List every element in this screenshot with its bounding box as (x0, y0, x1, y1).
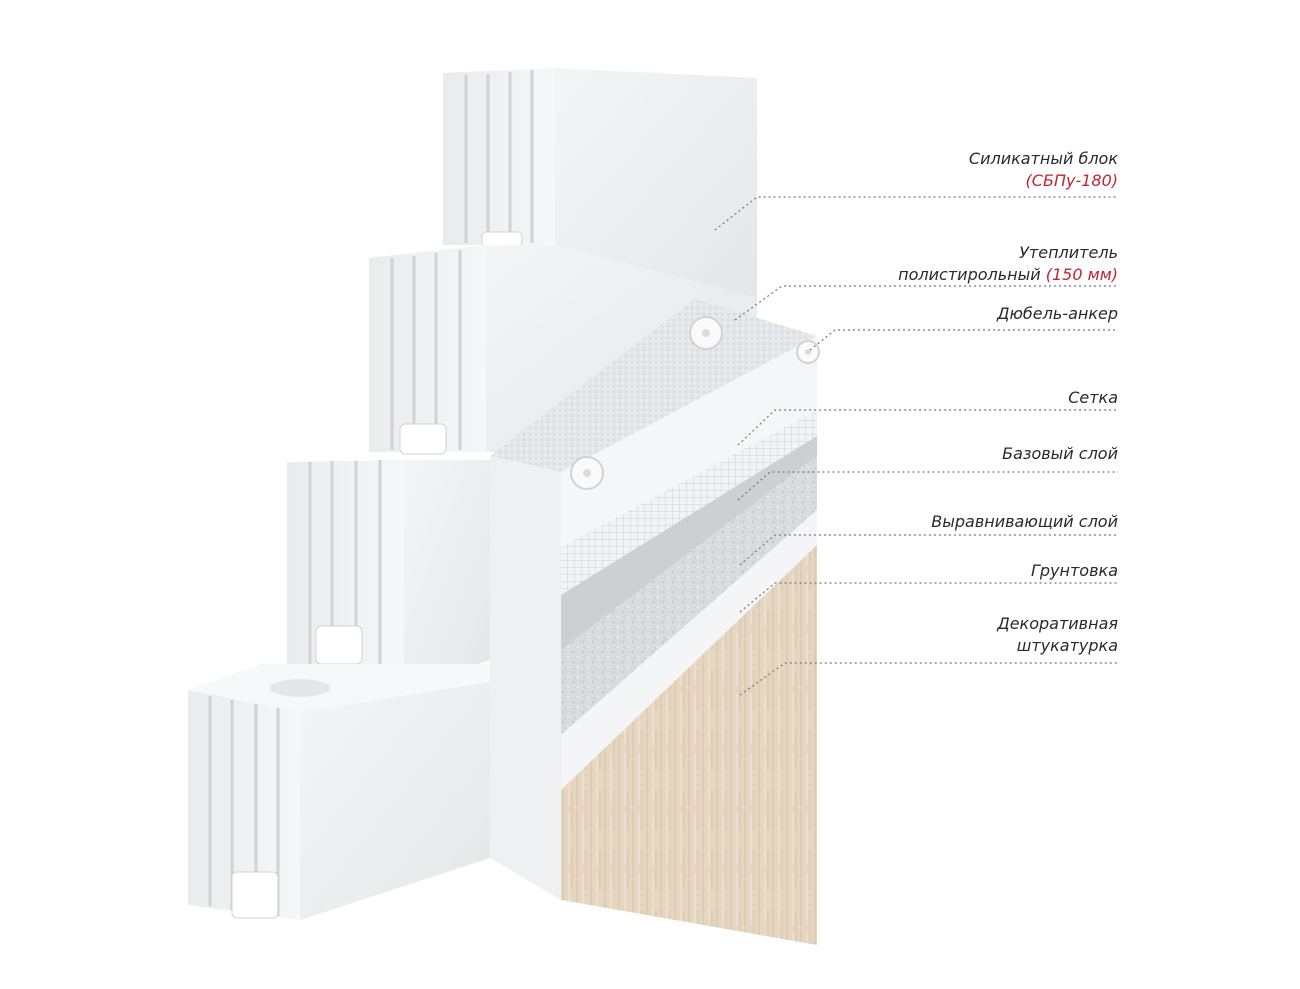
insulation-slab (490, 299, 817, 900)
label-decorative-plaster: Декоративная штукатурка (997, 613, 1118, 657)
primer-layer (561, 510, 817, 790)
label-insulation-line2: полистирольный (150 мм) (898, 264, 1118, 286)
label-insulation: Утеплитель полистирольный (150 мм) (898, 242, 1118, 286)
label-primer: Грунтовка (1030, 561, 1118, 580)
label-insulation-type: полистирольный (898, 265, 1041, 284)
leveling-layer (561, 456, 817, 735)
label-silicate-block-code: (СБПу-180) (1025, 171, 1118, 190)
label-silicate-block: Силикатный блок (СБПу-180) (969, 148, 1118, 192)
label-insulation-line1: Утеплитель (1019, 243, 1118, 262)
mesh-layer (561, 410, 817, 595)
label-silicate-block-name: Силикатный блок (968, 149, 1118, 168)
decorative-plaster-layer (561, 545, 817, 945)
silicate-block-top (443, 68, 757, 298)
label-dowel: Дюбель-анкер (996, 304, 1118, 323)
silicate-block-bottom (188, 664, 490, 920)
label-base-layer: Базовый слой (1002, 444, 1118, 463)
label-leveling-layer: Выравнивающий слой (931, 512, 1118, 531)
label-mesh: Сетка (1068, 388, 1118, 407)
label-insulation-thickness: (150 мм) (1045, 265, 1118, 284)
label-decorative-plaster-line2: штукатурка (1016, 636, 1118, 655)
dowel-anchor (570, 316, 820, 490)
silicate-block-third (287, 460, 490, 690)
base-layer (561, 436, 817, 650)
label-decorative-plaster-line1: Декоративная (997, 614, 1118, 633)
leader-lines (714, 196, 1118, 696)
